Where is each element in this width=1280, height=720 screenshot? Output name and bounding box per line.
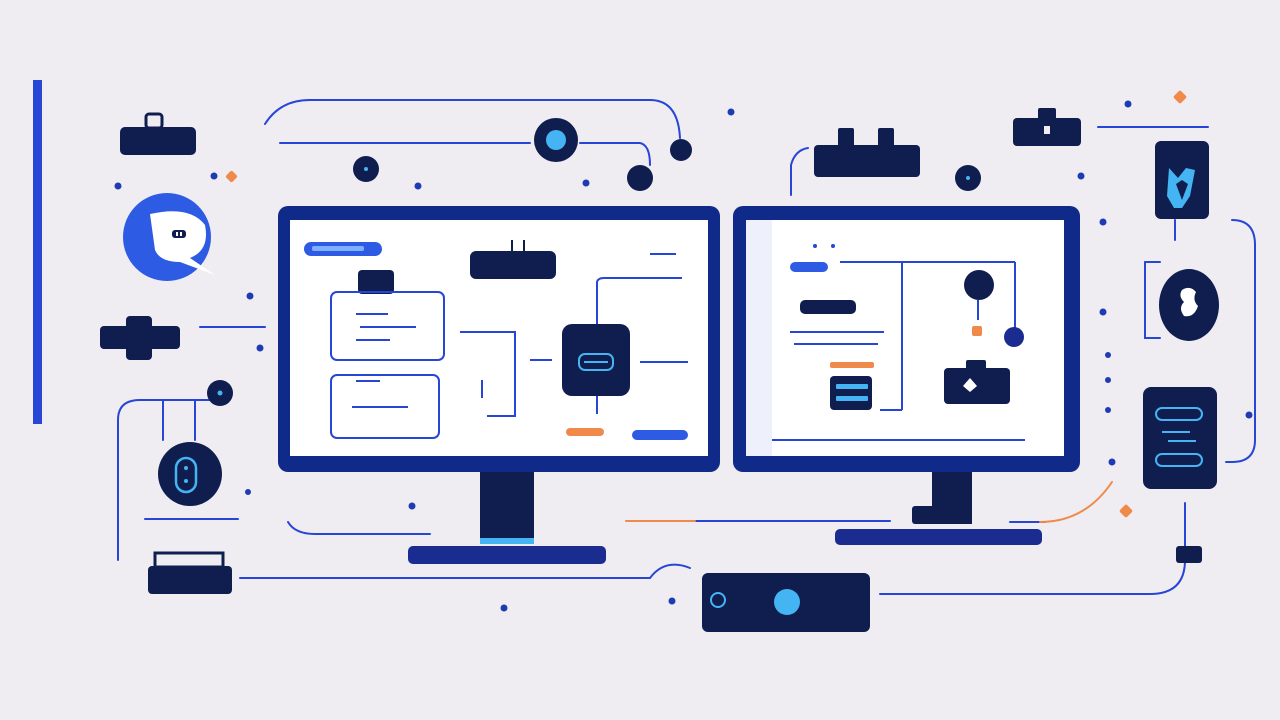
decorative-dots <box>114 100 1253 612</box>
database-icon <box>1159 269 1219 341</box>
monitor-right <box>733 206 1080 545</box>
camera-icon <box>1013 108 1081 146</box>
right-screen-content <box>772 244 1025 441</box>
pin-icon <box>207 380 233 406</box>
left-screen-content <box>304 240 688 440</box>
center-node-icon <box>562 324 630 396</box>
shield-icon <box>1155 141 1209 219</box>
power-button-icon <box>158 442 222 506</box>
server-icon <box>1143 387 1217 489</box>
puzzle-icon <box>100 316 180 360</box>
storage-drive-icon <box>702 573 870 632</box>
briefcase-icon <box>120 112 196 155</box>
connector-plug-icon <box>1176 546 1202 563</box>
accent-connector-lines <box>625 481 1113 523</box>
chat-bubble-icon <box>123 193 215 281</box>
orange-diamonds <box>225 90 1187 518</box>
node-dot-center <box>966 176 970 180</box>
camera-lens-node <box>534 118 578 162</box>
toolbox-icon <box>814 128 920 177</box>
tray-icon <box>148 551 232 594</box>
node-dot-center <box>364 167 368 171</box>
left-accent-bar <box>33 80 42 424</box>
